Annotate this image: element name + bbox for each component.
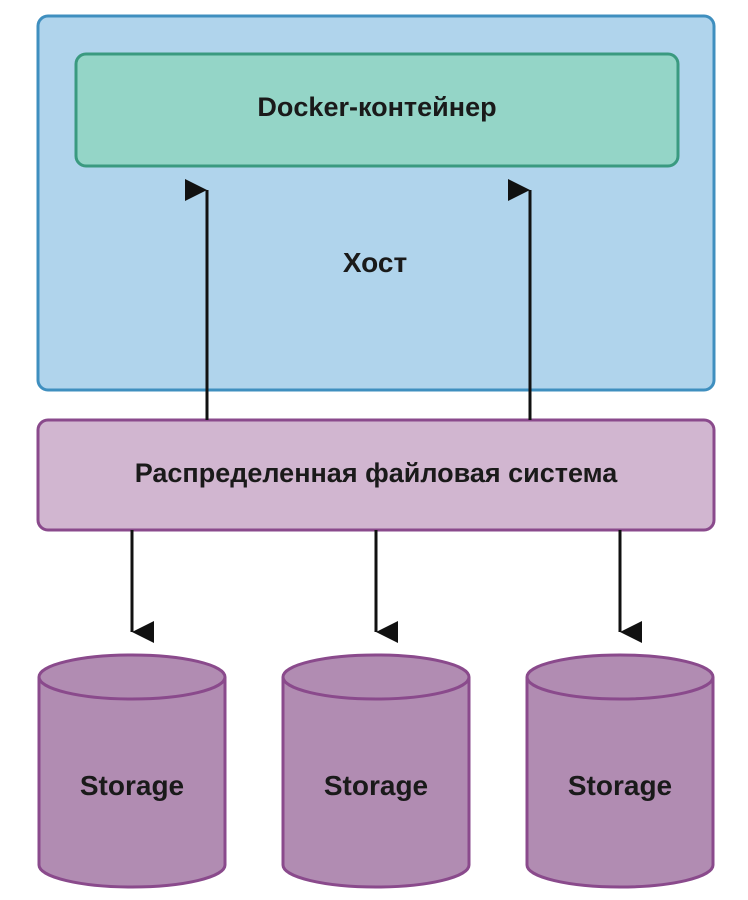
storage-cylinder-2: Storage [281,653,471,889]
storage-cylinder-top [281,653,471,701]
storage-cylinder-1: Storage [37,653,227,889]
storage-label: Storage [568,770,672,801]
docker-container-box [74,52,680,168]
storage-cylinder-top [37,653,227,701]
host-label: Хост [343,247,407,278]
storage-label: Storage [324,770,428,801]
storage-cylinder-body [37,677,227,889]
storage-cylinder-top [525,653,715,701]
storage-cylinder-body [281,677,471,889]
distributed-fs-label: Распределенная файловая система [135,458,619,488]
storage-cylinder-body [525,677,715,889]
storage-label: Storage [80,770,184,801]
storage-cylinder-3: Storage [525,653,715,889]
docker-container-label: Docker-контейнер [257,92,496,122]
